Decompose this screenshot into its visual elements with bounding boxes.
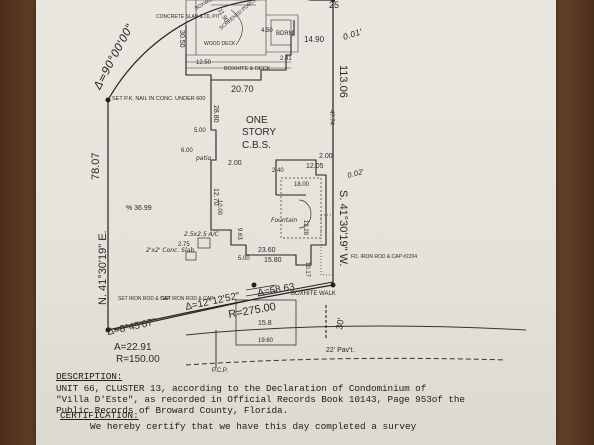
house-main-wall bbox=[210, 80, 327, 266]
survey-document: Δ=90°00'00" 25 0.01' 14.90 20.70 30.50 C… bbox=[36, 0, 556, 445]
dim-113-06: 113.06 bbox=[337, 65, 349, 98]
dim-5-00: 5.00 bbox=[194, 128, 206, 134]
dim-15-8: 15.8 bbox=[258, 320, 272, 327]
arc-delta-label: Δ=90°00'00" bbox=[91, 21, 137, 92]
concrete-slab-label: CONCRETE SLAB & OL PIT bbox=[156, 14, 220, 20]
dim-6-00: 6.00 bbox=[181, 148, 193, 154]
house-outline bbox=[185, 20, 327, 266]
description-line-2: "Villa D'Este", as recorded in Official … bbox=[56, 394, 465, 405]
arc1-length: A=22.91 bbox=[114, 342, 152, 353]
ac-label: 2.5x2.5 A/C bbox=[184, 231, 220, 238]
area-label: % 36.99 bbox=[126, 205, 152, 212]
bdrm-label: BDRM bbox=[276, 31, 294, 37]
wood-deck-label: WOOD DECK bbox=[204, 41, 236, 47]
dim-9-63: 9.63 bbox=[236, 228, 242, 240]
bearing-left: N. 41°30'19" E. bbox=[97, 230, 109, 305]
ac-slab bbox=[185, 237, 211, 261]
dim-14-90: 14.90 bbox=[304, 35, 325, 44]
boxhite-walk-label: BOXHITE WALK bbox=[291, 291, 336, 297]
arc1-radius: R=150.00 bbox=[116, 354, 160, 365]
dim-15-80: 15.80 bbox=[264, 257, 282, 264]
bearing-right: S. 41°30'19" W. bbox=[337, 190, 349, 266]
survey-markers bbox=[105, 0, 336, 333]
dim-28-80: 28.80 bbox=[212, 105, 219, 123]
dim-10-00: 10.00 bbox=[216, 200, 222, 216]
dimension-arrows bbox=[113, 281, 334, 340]
dim-30-50: 30.50 bbox=[178, 30, 185, 48]
patio-label: patio bbox=[195, 155, 212, 162]
dim-12-50: 12.50 bbox=[196, 60, 212, 66]
porch-deck-area bbox=[185, 0, 299, 69]
dim-12-28: 12.28 bbox=[302, 220, 308, 236]
property-boundary bbox=[107, 0, 334, 331]
front-boundary-curve bbox=[107, 284, 334, 331]
driveway bbox=[235, 299, 297, 346]
roadway bbox=[185, 325, 527, 368]
description-heading: DESCRIPTION: bbox=[56, 371, 123, 382]
description-line-1: UNIT 66, CLUSTER 13, according to the De… bbox=[56, 383, 427, 394]
set-iron-rod-mid: SET IRON ROD & CAP bbox=[161, 296, 214, 302]
dim-12-05: 12.05 bbox=[306, 163, 324, 170]
fd-iron-rod-label: FD. IRON ROD & CAP #2204 bbox=[351, 254, 417, 260]
boxhite-deck-label: BOXHITE & DECK bbox=[224, 66, 270, 72]
certification-line: We hereby certify that we have this day … bbox=[90, 421, 417, 432]
offset-0-01: 0.01' bbox=[342, 27, 364, 42]
pavement-label: 22' Pav't. bbox=[326, 347, 354, 354]
dim-5-00b: 5.00 bbox=[238, 256, 250, 262]
fountain-label: Fountain bbox=[271, 217, 297, 224]
set-nail-label: SET P.K. NAIL IN CONC. UNDER 600 bbox=[112, 96, 205, 102]
dim-47-74: 47.74 bbox=[328, 110, 334, 126]
dim-12-70: 12.70 bbox=[212, 188, 219, 206]
dim-2-40: 2.40 bbox=[272, 168, 284, 174]
dim-20-70: 20.70 bbox=[231, 84, 254, 94]
legal-description: DESCRIPTION: UNIT 66, CLUSTER 13, accord… bbox=[56, 371, 536, 416]
dim-2-00b: 2.00 bbox=[319, 153, 333, 160]
certification-block: CERTIFICATION: We hereby certify that we… bbox=[60, 410, 530, 432]
arc1-delta: Δ=8°45'07" bbox=[106, 317, 157, 338]
dim-2-00a: 2.00 bbox=[228, 160, 242, 167]
story-label: STORY bbox=[242, 127, 276, 138]
description-line-3: Public Records of Broward County, Florid… bbox=[56, 405, 289, 416]
dim-78-07: 78.07 bbox=[90, 152, 102, 180]
rear-wall bbox=[185, 20, 295, 81]
top-right-mark: 25 bbox=[329, 0, 339, 10]
dim-2-41: 2.41 bbox=[280, 56, 292, 62]
dim-4-50: 4.50 bbox=[261, 28, 273, 34]
dim-19-60: 19.60 bbox=[258, 338, 274, 344]
row-30ft: 30' bbox=[334, 317, 346, 331]
cbs-label: C.B.S. bbox=[242, 140, 271, 151]
one-label: ONE bbox=[246, 115, 268, 126]
dim-23-60: 23.60 bbox=[258, 247, 276, 254]
offset-0-02: 0.02' bbox=[346, 168, 365, 180]
dim-2-75: 2.75 bbox=[178, 242, 190, 248]
dim-18-00: 18.00 bbox=[294, 182, 310, 188]
dim-10-17: 10.17 bbox=[304, 262, 310, 278]
pcp-label: P.C.P. bbox=[212, 368, 228, 374]
slab-label: 2'x2' Conc. Slab bbox=[146, 247, 194, 254]
fountain-court bbox=[280, 177, 334, 276]
set-iron-rod-left: SET IRON ROD & CAP bbox=[118, 296, 171, 302]
walkway bbox=[235, 284, 297, 346]
property-plat-drawing: Δ=90°00'00" 25 0.01' 14.90 20.70 30.50 C… bbox=[90, 0, 527, 374]
left-boundary-arc bbox=[107, 0, 311, 330]
certification-heading: CERTIFICATION: bbox=[60, 410, 139, 421]
